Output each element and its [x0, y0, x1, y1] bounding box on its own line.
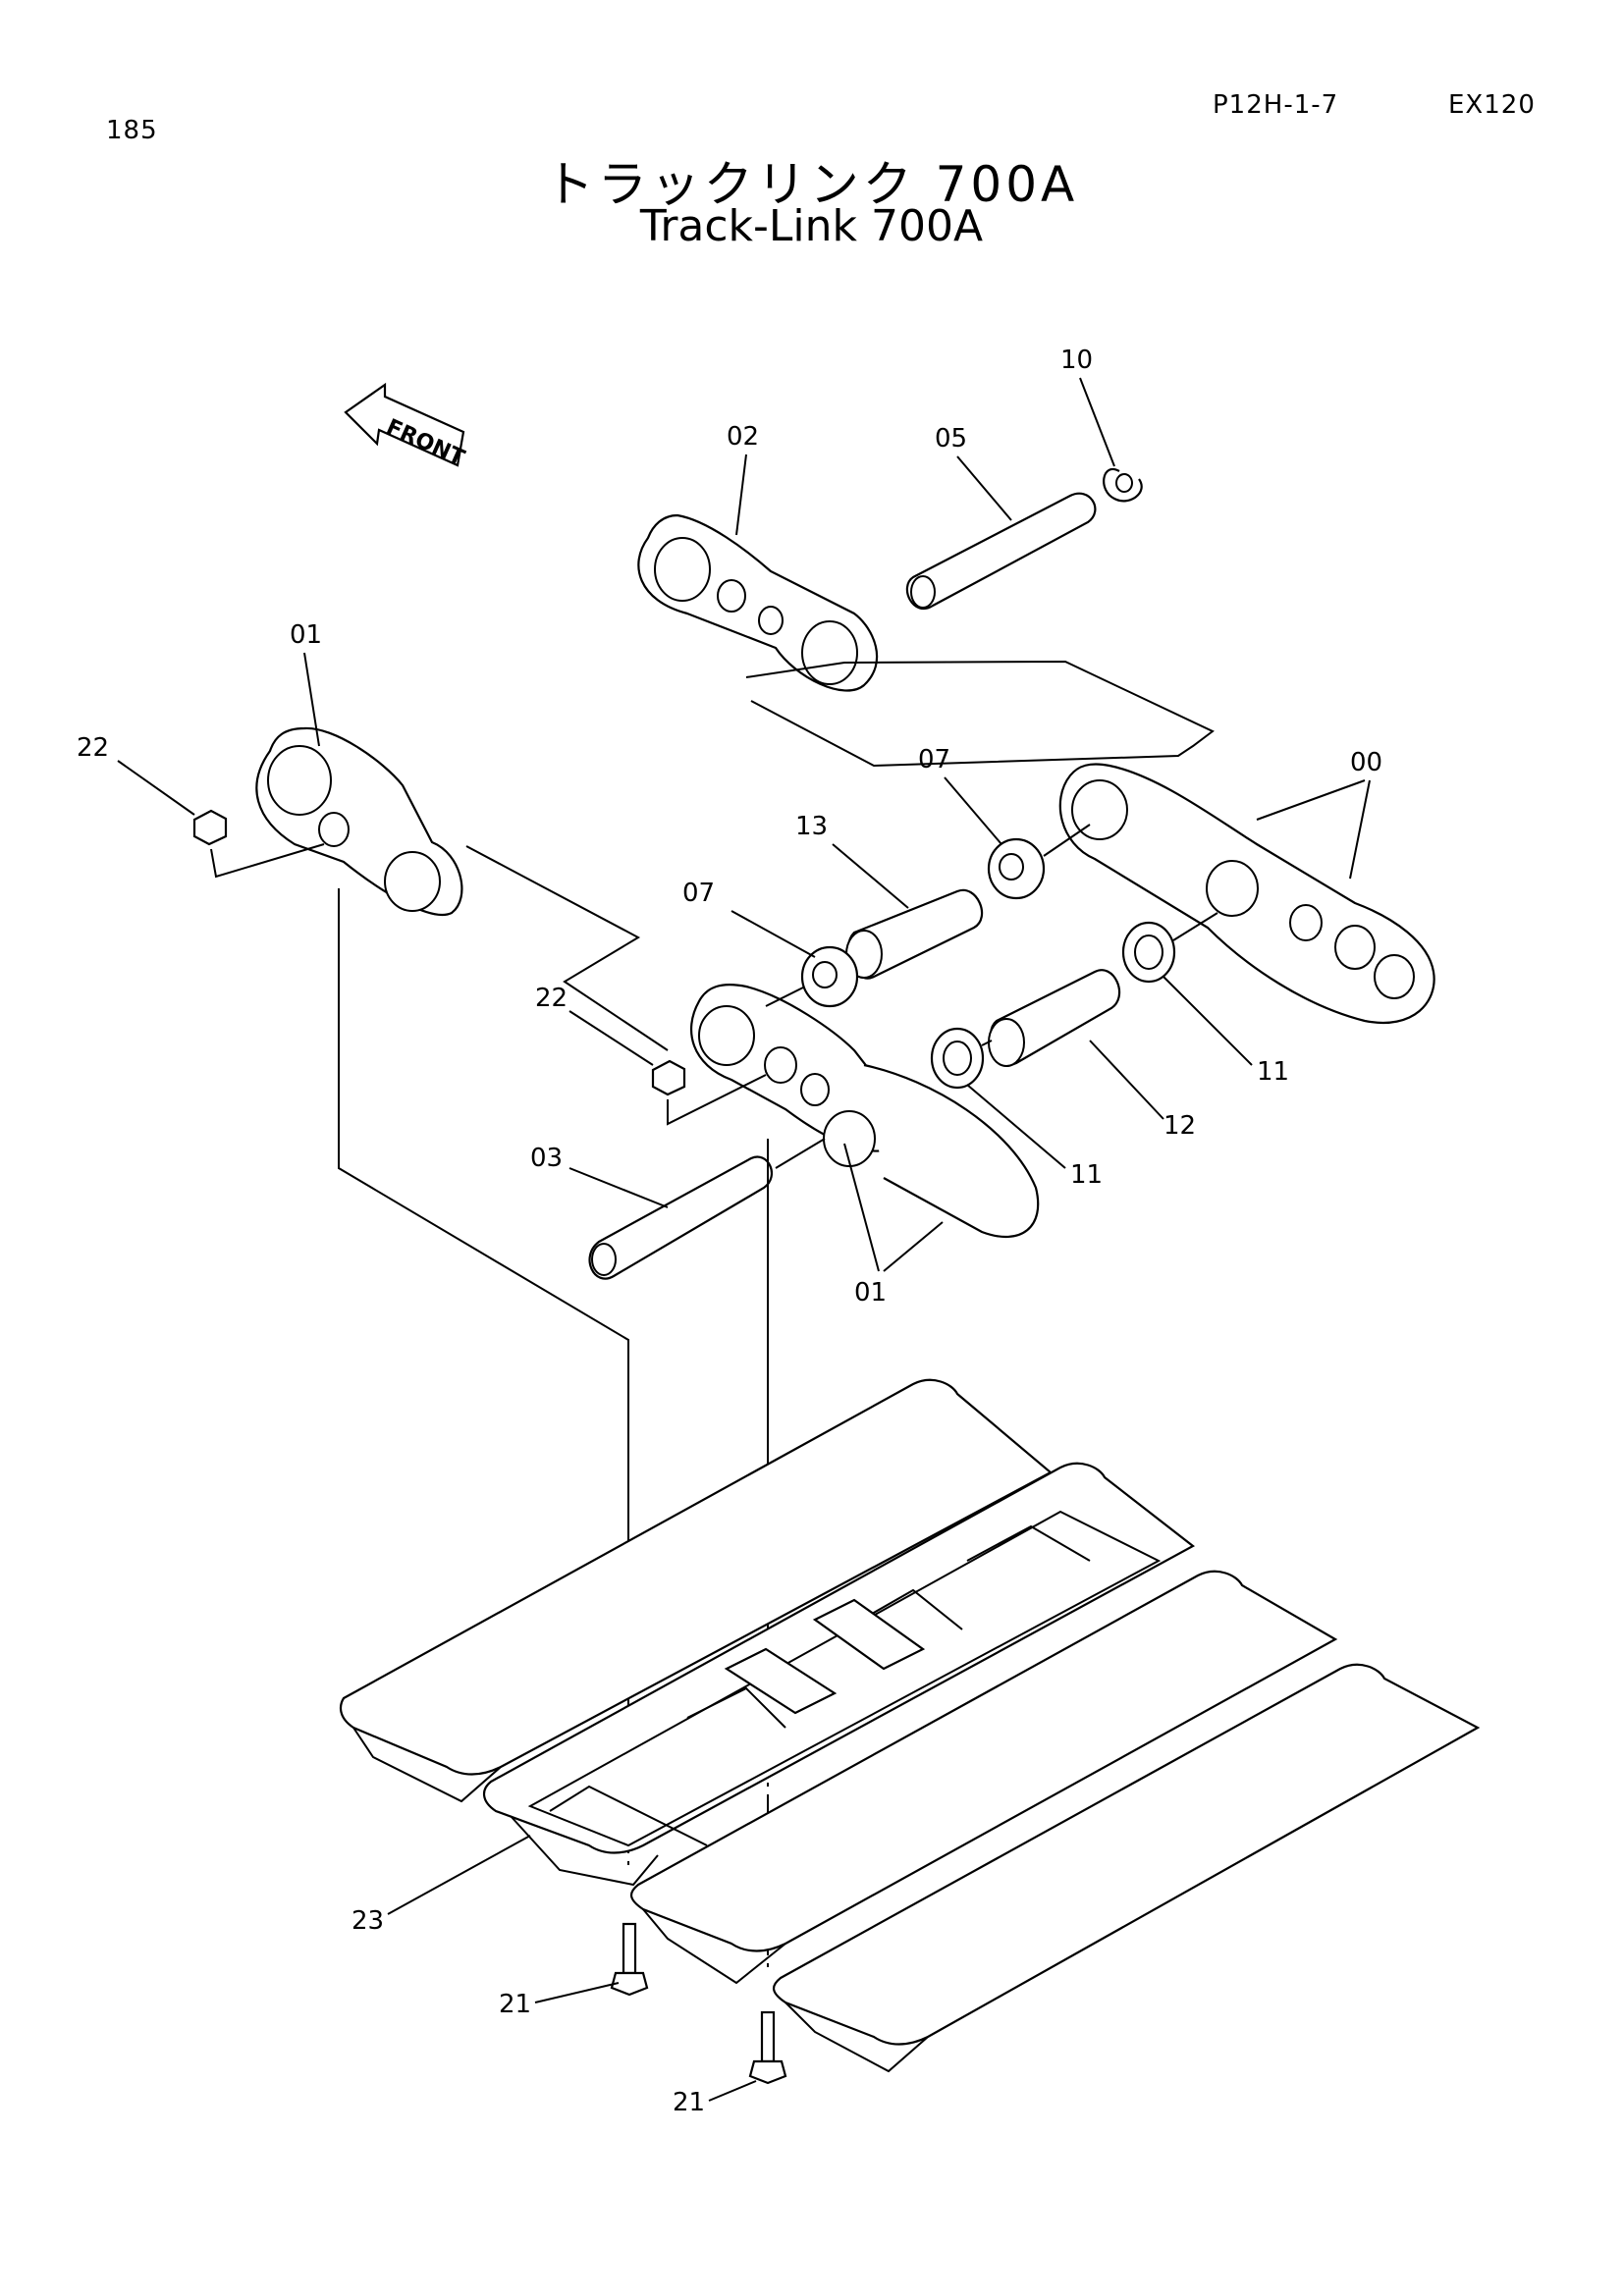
callout-22-lower: 22 [535, 984, 654, 1066]
part-01-link-lower [690, 984, 1040, 1238]
callout-11-right-label: 11 [1257, 1057, 1289, 1087]
part-11-seal-right [1121, 921, 1176, 984]
part-02-link [637, 513, 879, 692]
callout-03: 03 [530, 1144, 669, 1208]
callout-07-upper-label: 07 [918, 745, 950, 774]
callout-13: 13 [795, 812, 909, 909]
page-number: 185 [106, 116, 158, 145]
part-21-bolt-lower [748, 2010, 787, 2085]
callout-01-bottom-label: 01 [854, 1278, 887, 1308]
callout-23: 23 [352, 1835, 531, 1936]
part-07-seal-upper [987, 837, 1046, 900]
part-00-link-right [1058, 763, 1435, 1024]
callout-22-lower-label: 22 [535, 984, 568, 1013]
callout-21-upper-label: 21 [499, 1990, 531, 2019]
shoe-plate-right-2 [773, 1663, 1481, 2073]
callout-03-label: 03 [530, 1144, 563, 1173]
part-07-seal-lower [800, 945, 859, 1008]
callout-13-label: 13 [795, 812, 828, 841]
part-01-link-left [255, 726, 463, 916]
callout-23-label: 23 [352, 1906, 384, 1936]
callout-00: 00 [1256, 748, 1382, 880]
part-22-nut-upper [192, 809, 228, 846]
part-13-bushing [845, 888, 984, 980]
reference-code: P12H-1-7 [1213, 90, 1339, 120]
callout-21-lower: 21 [673, 2080, 757, 2117]
callout-11-right: 11 [1163, 976, 1289, 1087]
callout-11-lower: 11 [966, 1084, 1103, 1190]
callout-00-label: 00 [1350, 748, 1382, 777]
callout-22-upper-label: 22 [77, 733, 109, 763]
callout-01-top-label: 01 [290, 620, 322, 650]
callout-07-upper: 07 [918, 745, 1002, 845]
front-arrow: FRONT [344, 382, 468, 471]
callout-11-lower-label: 11 [1070, 1160, 1103, 1190]
callout-22-upper: 22 [77, 733, 195, 816]
part-11-seal-lower [930, 1027, 985, 1090]
callout-02-label: 02 [727, 422, 759, 452]
callout-10-label: 10 [1060, 346, 1093, 375]
callout-12: 12 [1089, 1040, 1196, 1141]
callout-12-label: 12 [1163, 1111, 1196, 1141]
callout-07-lower-label: 07 [682, 879, 715, 908]
callout-05: 05 [935, 424, 1012, 521]
title-japanese: トラックリンク 700A [544, 156, 1079, 213]
shoe-plate-right-1 [630, 1570, 1338, 1985]
callout-02: 02 [727, 422, 759, 536]
part-05-pin [905, 492, 1097, 610]
callout-01-top: 01 [290, 620, 322, 747]
shoe-plate-left [339, 1378, 1053, 1803]
part-22-nut-lower [651, 1059, 686, 1096]
callout-21-upper: 21 [499, 1982, 620, 2019]
title-english: Track-Link 700A [639, 201, 984, 251]
shoe-plate-center [483, 1462, 1196, 1887]
callout-21-lower-label: 21 [673, 2088, 705, 2117]
part-03-pin [588, 1155, 774, 1280]
callout-05-label: 05 [935, 424, 967, 454]
callout-01-bottom: 01 [843, 1143, 944, 1308]
callout-07-lower: 07 [682, 879, 816, 958]
model-name: EX120 [1448, 90, 1536, 120]
part-10-snap-ring [1103, 467, 1143, 503]
callout-10: 10 [1060, 346, 1115, 467]
